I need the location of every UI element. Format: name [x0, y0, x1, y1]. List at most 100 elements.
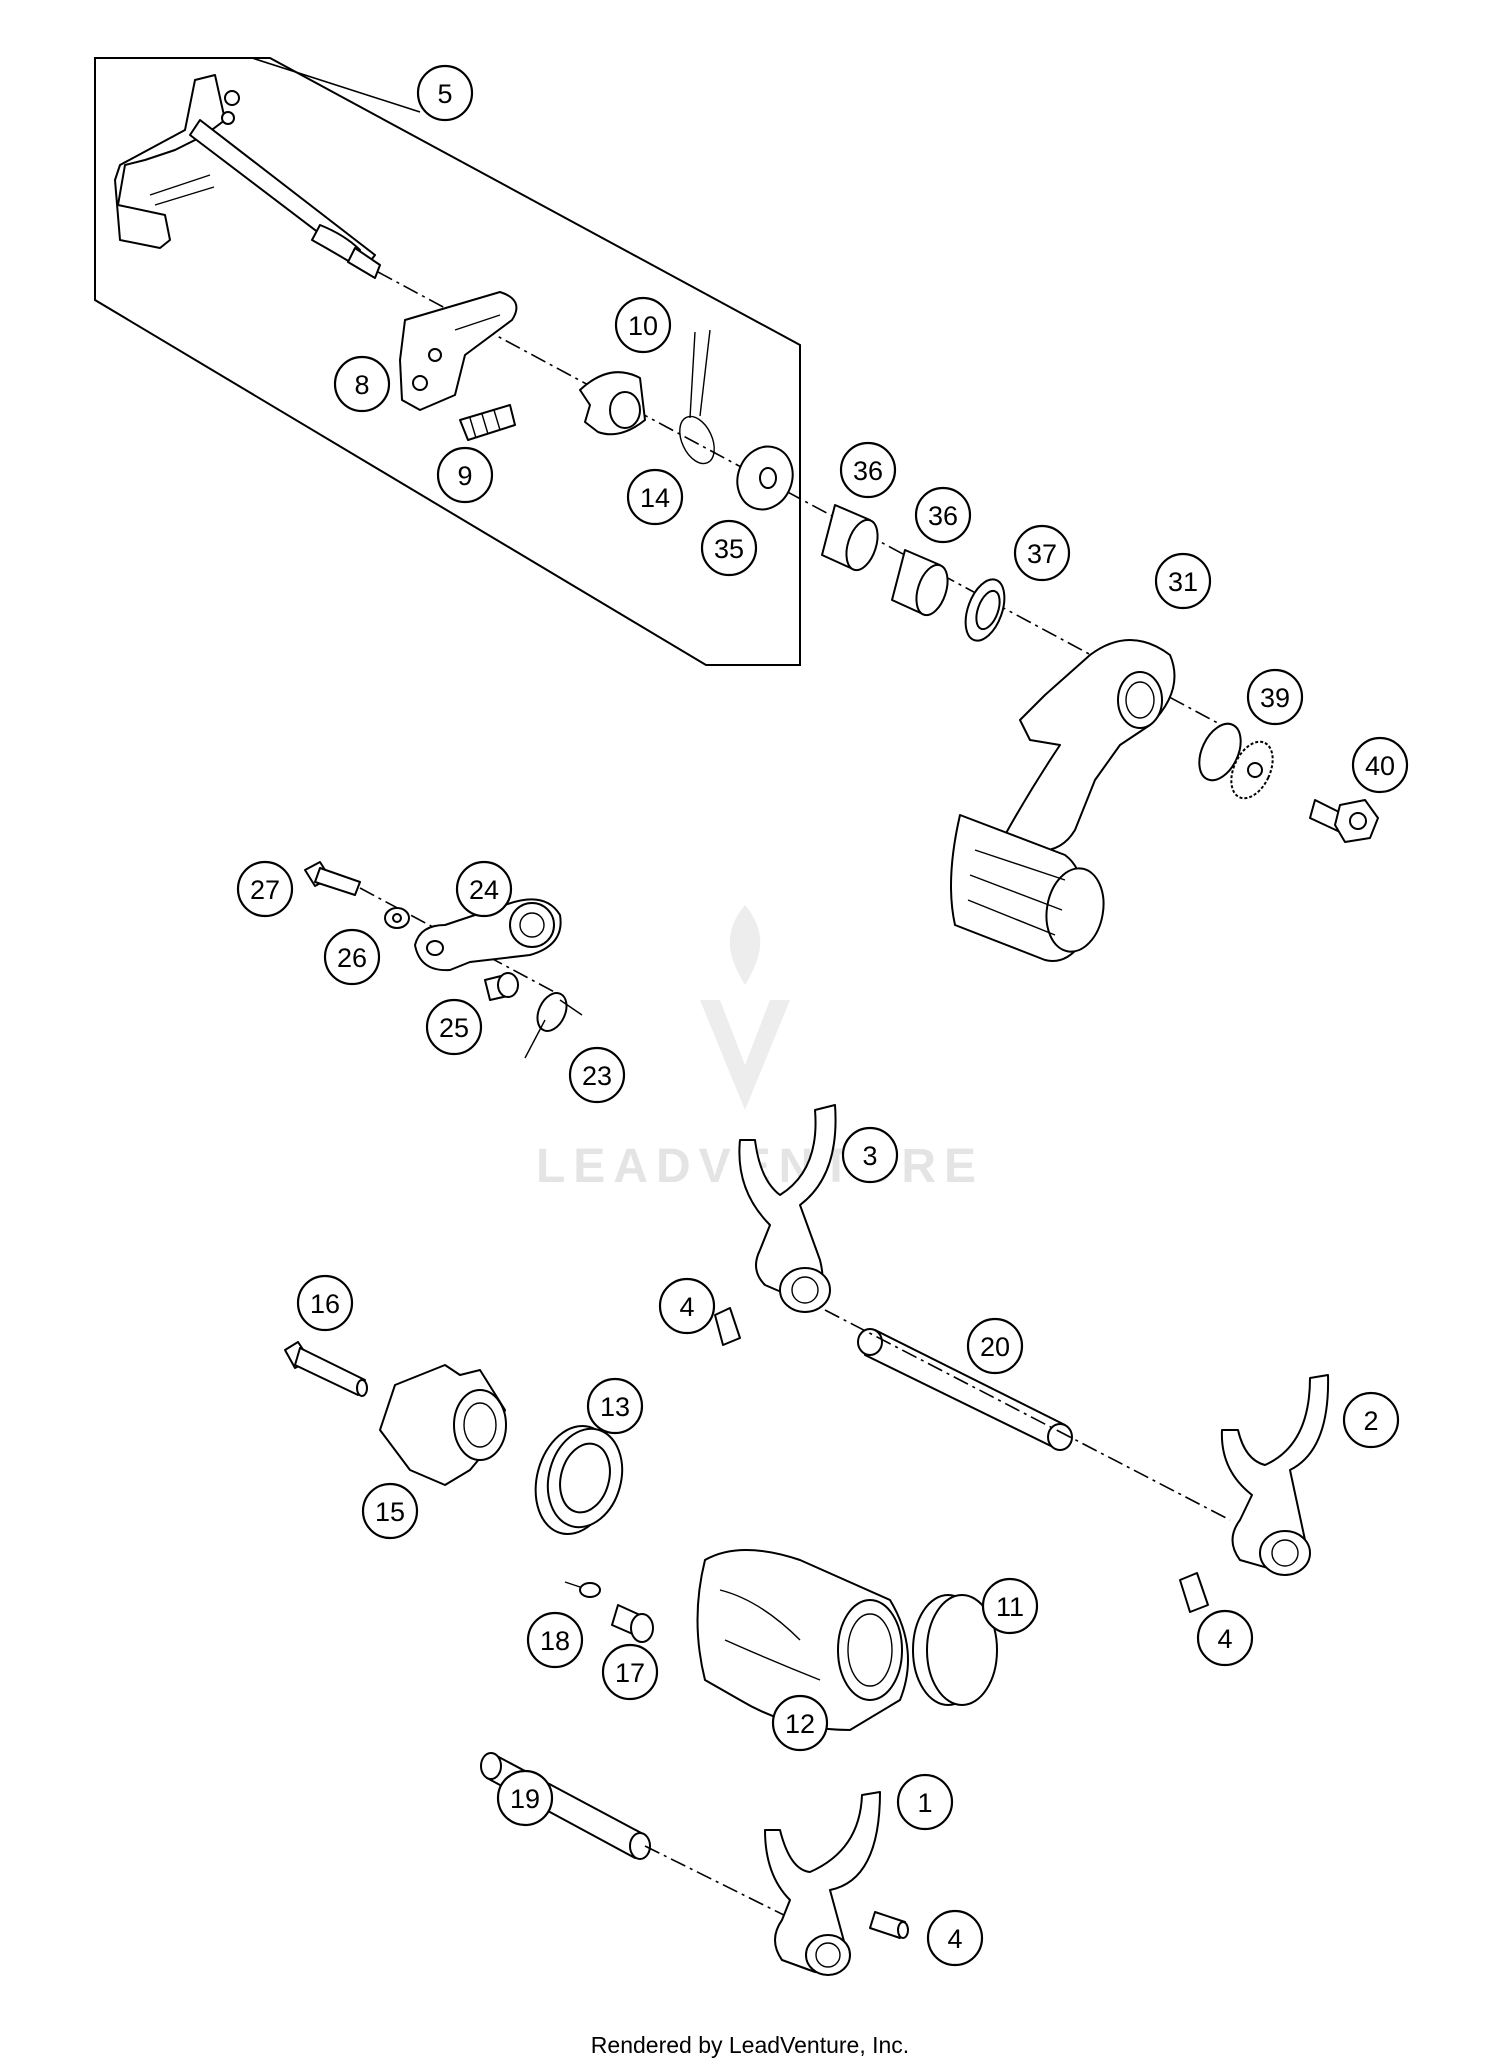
bearing-36a — [821, 504, 879, 572]
callout-number: 11 — [996, 1592, 1024, 1622]
shift-fork-3 — [738, 1104, 837, 1313]
callout-c20: 20 — [966, 1317, 1024, 1375]
callout-c4a: 4 — [658, 1277, 716, 1335]
callout-circle — [436, 446, 494, 504]
callout-circle — [601, 1643, 659, 1701]
washer-35 — [736, 445, 794, 511]
shift-plate — [399, 291, 518, 411]
spring-9 — [459, 404, 516, 441]
callout-circle — [1246, 668, 1304, 726]
axis-left — [359, 887, 561, 996]
watermark-logo — [700, 905, 790, 1110]
rod-20 — [857, 1328, 1073, 1451]
callout-circle — [1342, 1391, 1400, 1449]
callout-circle — [296, 1274, 354, 1332]
callout-c26: 26 — [323, 928, 381, 986]
callout-circle — [425, 998, 483, 1056]
callout-circle — [839, 441, 897, 499]
callout-number: 15 — [375, 1497, 405, 1527]
pin-4b — [1179, 1572, 1209, 1613]
callout-circle — [981, 1577, 1039, 1635]
callout-circle — [568, 1046, 626, 1104]
callout-circle — [914, 486, 972, 544]
callout-c9: 9 — [436, 446, 494, 504]
callout-circle — [1351, 736, 1409, 794]
callout-number: 17 — [615, 1658, 645, 1688]
callout-circle — [416, 64, 474, 122]
callout-number: 18 — [540, 1626, 570, 1656]
callout-number: 36 — [928, 501, 958, 531]
callout-circle — [1013, 524, 1071, 582]
callout-c12: 12 — [771, 1694, 829, 1752]
callout-circle — [1154, 552, 1212, 610]
bearing-11 — [912, 1594, 998, 1706]
bolt-40 — [1309, 799, 1379, 843]
callout-c3: 3 — [841, 1126, 899, 1184]
callout-number: 4 — [1217, 1624, 1232, 1654]
callout-c24: 24 — [455, 860, 513, 918]
bearing-36b — [891, 549, 949, 617]
callout-circle — [700, 519, 758, 577]
axis-fork-1 — [644, 1845, 811, 1929]
callout-number: 35 — [714, 534, 744, 564]
callout-number: 27 — [250, 875, 280, 905]
callout-circle — [626, 468, 684, 526]
callout-number: 8 — [354, 370, 369, 400]
callout-leaders — [251, 57, 421, 113]
lever-10 — [579, 371, 646, 436]
callout-circle — [333, 355, 391, 413]
bolt-27 — [304, 861, 361, 896]
callout-circle — [526, 1611, 584, 1669]
spring-23 — [524, 992, 583, 1059]
pin-4a — [714, 1307, 741, 1346]
callout-circle — [614, 296, 672, 354]
pin-17 — [611, 1604, 654, 1643]
callout-number: 24 — [469, 875, 499, 905]
callout-c19: 19 — [496, 1769, 554, 1827]
callout-c4b: 4 — [1196, 1609, 1254, 1667]
callout-c35: 35 — [700, 519, 758, 577]
callout-number: 3 — [862, 1141, 877, 1171]
callout-number: 36 — [853, 456, 883, 486]
callout-circle — [455, 860, 513, 918]
shift-shaft — [114, 74, 381, 279]
callout-c4c: 4 — [926, 1909, 984, 1967]
callout-c10: 10 — [614, 296, 672, 354]
callout-circle — [586, 1377, 644, 1435]
callout-number: 10 — [628, 311, 658, 341]
callout-c11: 11 — [981, 1577, 1039, 1635]
callout-c15: 15 — [361, 1482, 419, 1540]
callout-circle — [236, 860, 294, 918]
callout-number: 20 — [980, 1332, 1010, 1362]
callout-c37: 37 — [1013, 524, 1071, 582]
lever-24 — [414, 898, 562, 972]
kit-outline — [94, 57, 801, 666]
axis-fork-2 — [824, 1309, 1231, 1521]
callout-c1: 1 — [896, 1773, 954, 1831]
callout-c27: 27 — [236, 860, 294, 918]
callout-c5: 5 — [416, 64, 474, 122]
callout-c16: 16 — [296, 1274, 354, 1332]
washer-18 — [564, 1581, 601, 1598]
callout-number: 37 — [1027, 539, 1057, 569]
callout-circle — [658, 1277, 716, 1335]
callout-number: 39 — [1260, 683, 1290, 713]
bearing-13 — [534, 1424, 624, 1536]
footer-credit: Rendered by LeadVenture, Inc. — [590, 2032, 910, 2058]
shift-drum-locating-15 — [379, 1364, 507, 1486]
shift-fork-1 — [764, 1791, 881, 1976]
washer-26 — [384, 907, 410, 929]
callout-c14: 14 — [626, 468, 684, 526]
callout-number: 2 — [1363, 1406, 1378, 1436]
callout-c17: 17 — [601, 1643, 659, 1701]
shift-drum-12 — [696, 1549, 909, 1731]
callout-number: 4 — [947, 1924, 962, 1954]
callout-number: 4 — [679, 1292, 694, 1322]
callout-number: 12 — [785, 1709, 815, 1739]
pin-4c — [869, 1911, 909, 1939]
callout-c25: 25 — [425, 998, 483, 1056]
callout-circle — [771, 1694, 829, 1752]
callout-number: 5 — [437, 79, 452, 109]
callout-number: 16 — [310, 1289, 340, 1319]
